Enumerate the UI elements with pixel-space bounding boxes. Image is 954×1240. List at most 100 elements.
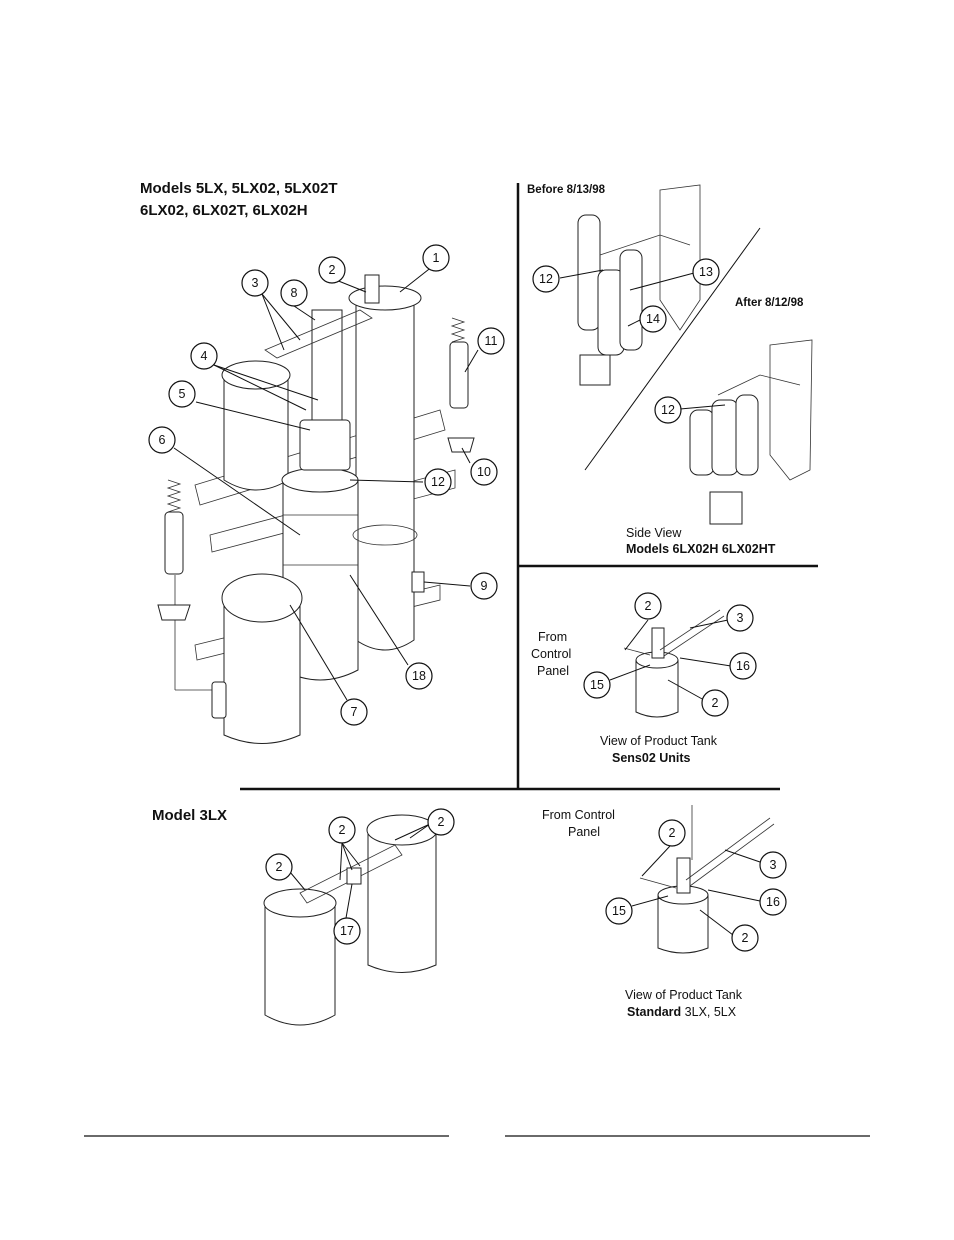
before-drawing: [577, 184, 701, 386]
callout-sens-16: 16: [729, 652, 757, 680]
svg-text:4: 4: [201, 349, 208, 363]
callout-3: 3: [241, 269, 269, 297]
svg-text:16: 16: [736, 659, 750, 673]
sens-from-line3: Panel: [537, 664, 569, 678]
side-view-panel: Before 8/13/98 After 8/12/98: [527, 184, 813, 556]
callout-std-3: 3: [759, 851, 787, 879]
svg-text:15: 15: [612, 904, 626, 918]
side-leader-lines: [559, 269, 726, 410]
svg-text:14: 14: [646, 312, 660, 326]
svg-text:12: 12: [539, 272, 553, 286]
svg-text:2: 2: [669, 826, 676, 840]
svg-text:6: 6: [159, 433, 166, 447]
before-tank-3: [619, 249, 643, 351]
callout-6: 6: [148, 426, 176, 454]
main-panel: Models 5LX, 5LX02, 5LX02T 6LX02, 6LX02T,…: [140, 180, 505, 744]
svg-text:7: 7: [351, 705, 358, 719]
svg-text:16: 16: [766, 895, 780, 909]
callout-side-12-before: 12: [532, 265, 560, 293]
after-drawing: [689, 339, 813, 525]
muffler-right: [449, 341, 469, 409]
callout-std-16: 16: [759, 888, 787, 916]
callout-18: 18: [405, 662, 433, 690]
standard-product-tank: [657, 894, 709, 954]
svg-text:17: 17: [340, 924, 354, 938]
svg-text:2: 2: [712, 696, 719, 710]
3lx-tank-left: [264, 904, 336, 1026]
callout-5: 5: [168, 380, 196, 408]
callout-7: 7: [340, 698, 368, 726]
after-tank-3: [735, 394, 759, 476]
after-date-label: After 8/12/98: [735, 297, 804, 309]
muffler-clip-right: [447, 437, 475, 453]
callout-sens-3: 3: [726, 604, 754, 632]
after-base: [709, 491, 743, 525]
sens-leader-lines: [609, 619, 732, 701]
model-3lx-leader-lines: [289, 823, 431, 919]
svg-text:2: 2: [438, 815, 445, 829]
svg-text:5: 5: [179, 387, 186, 401]
sieve-bed-left-upper-cap: [221, 360, 291, 390]
svg-text:18: 18: [412, 669, 426, 683]
drain-fitting: [211, 681, 227, 719]
sens-fitting: [651, 627, 665, 659]
callout-1: 1: [422, 244, 450, 272]
svg-text:3: 3: [737, 611, 744, 625]
model-3lx-drawing: [263, 814, 438, 1026]
standard-panel: From Control Panel 2 3 16 15 2 View of P…: [542, 805, 787, 1019]
sens-caption-line1: View of Product Tank: [600, 734, 718, 748]
sens-tube: [659, 609, 725, 657]
after-tank-1: [689, 409, 715, 476]
valve-manifold: [299, 419, 351, 471]
callout-side-12-after: 12: [654, 396, 682, 424]
svg-text:9: 9: [481, 579, 488, 593]
crossover-tube: [264, 309, 373, 359]
callout-sens-15: 15: [583, 671, 611, 699]
3lx-tank-left-cap: [263, 888, 337, 918]
sens-callouts: 2 3 16 15 2: [583, 592, 757, 717]
standard-caption-line1: View of Product Tank: [625, 988, 743, 1002]
sens-from-line1: From: [538, 630, 567, 644]
svg-text:2: 2: [276, 860, 283, 874]
callout-12: 12: [424, 468, 452, 496]
main-assembly-drawing: [157, 274, 475, 744]
svg-text:3: 3: [770, 858, 777, 872]
callout-3lx-2-center: 2: [328, 816, 356, 844]
standard-caption-rest: 3LX, 5LX: [681, 1005, 737, 1019]
svg-text:12: 12: [431, 475, 445, 489]
svg-text:2: 2: [339, 823, 346, 837]
3lx-tank-right-cap: [366, 814, 438, 846]
svg-text:3: 3: [252, 276, 259, 290]
hose-clamp-lower: [221, 573, 303, 623]
main-leader-lines: [173, 265, 479, 701]
main-callouts: 1 2 3 8 11 4 5 6 10 12 9 18 7: [148, 244, 505, 726]
callout-std-2-top: 2: [658, 819, 686, 847]
before-bracket: [659, 184, 701, 331]
callout-4: 4: [190, 342, 218, 370]
sens-sensor-line: [623, 647, 651, 656]
callout-11: 11: [477, 327, 505, 355]
svg-text:8: 8: [291, 286, 298, 300]
top-fitting: [364, 274, 380, 304]
standard-tube: [685, 817, 775, 887]
main-title-line2: 6LX02, 6LX02T, 6LX02H: [140, 202, 308, 219]
3lx-crossover-tube: [299, 844, 403, 904]
svg-text:12: 12: [661, 403, 675, 417]
after-bracket: [769, 339, 813, 481]
muffler-spring-right: [450, 317, 466, 343]
before-tubing: [599, 234, 691, 256]
sieve-bed-left-lower: [223, 599, 301, 744]
sens-product-tank: [635, 659, 679, 718]
after-tubing: [717, 374, 801, 396]
svg-text:2: 2: [329, 263, 336, 277]
svg-text:10: 10: [477, 465, 491, 479]
sens-caption-line2: Sens02 Units: [612, 751, 691, 765]
callout-10: 10: [470, 458, 498, 486]
sens02-panel: From Control Panel 2 3 16 15 2 View of P…: [531, 592, 757, 765]
panel-dividers: [84, 183, 870, 1137]
callout-2: 2: [318, 256, 346, 284]
standard-callouts: 2 3 16 15 2: [605, 819, 787, 952]
standard-sensor-line: [639, 877, 677, 889]
hose-clamp-right: [352, 524, 418, 546]
